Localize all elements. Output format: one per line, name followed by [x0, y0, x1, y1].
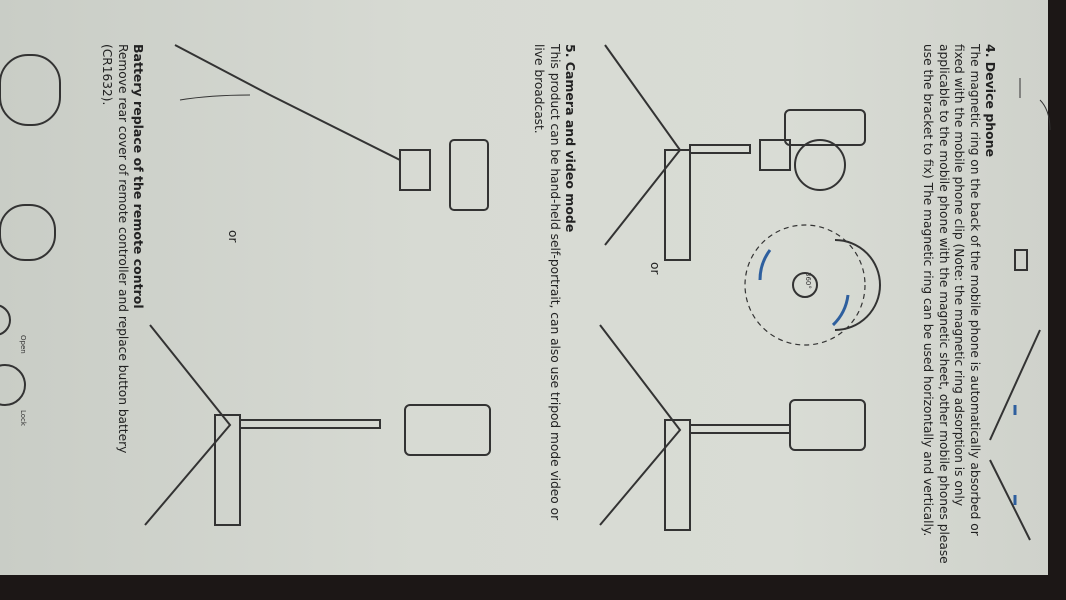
open-label: Open	[19, 335, 27, 354]
magnetic-ring-360-rotation	[744, 224, 881, 346]
top-fragment-rect	[1014, 249, 1028, 271]
or-label-2: or	[226, 230, 240, 243]
battery-body: Remove rear cover of remote controller a…	[100, 44, 131, 454]
remote-controller-illustration	[0, 54, 61, 406]
tripod-illustration-vertical-phone	[604, 44, 866, 261]
section-4: 4. Device phone The magnetic ring on the…	[920, 44, 999, 564]
section-4-heading: 4. Device phone	[983, 44, 998, 158]
or-label-1: or	[648, 262, 662, 275]
tripod-illustration-horizontal-phone	[599, 324, 866, 531]
tripod-video-illustration	[144, 324, 491, 526]
manual-page	[0, 0, 1048, 575]
section-5-body: This product can be hand-held self-portr…	[532, 44, 563, 521]
top-fragment	[1019, 78, 1051, 131]
lock-label: Lock	[19, 410, 27, 426]
rotation-label: 360°	[804, 272, 812, 289]
handheld-selfie-illustration	[174, 44, 489, 211]
section-5-heading: 5. Camera and video mode	[563, 44, 578, 233]
section-5: 5. Camera and video mode This product ca…	[531, 44, 579, 544]
battery-heading: Battery replace of the remote control	[131, 44, 146, 309]
battery-section: Battery replace of the remote control Re…	[99, 44, 147, 494]
section-4-body: The magnetic ring on the back of the mob…	[921, 44, 983, 564]
